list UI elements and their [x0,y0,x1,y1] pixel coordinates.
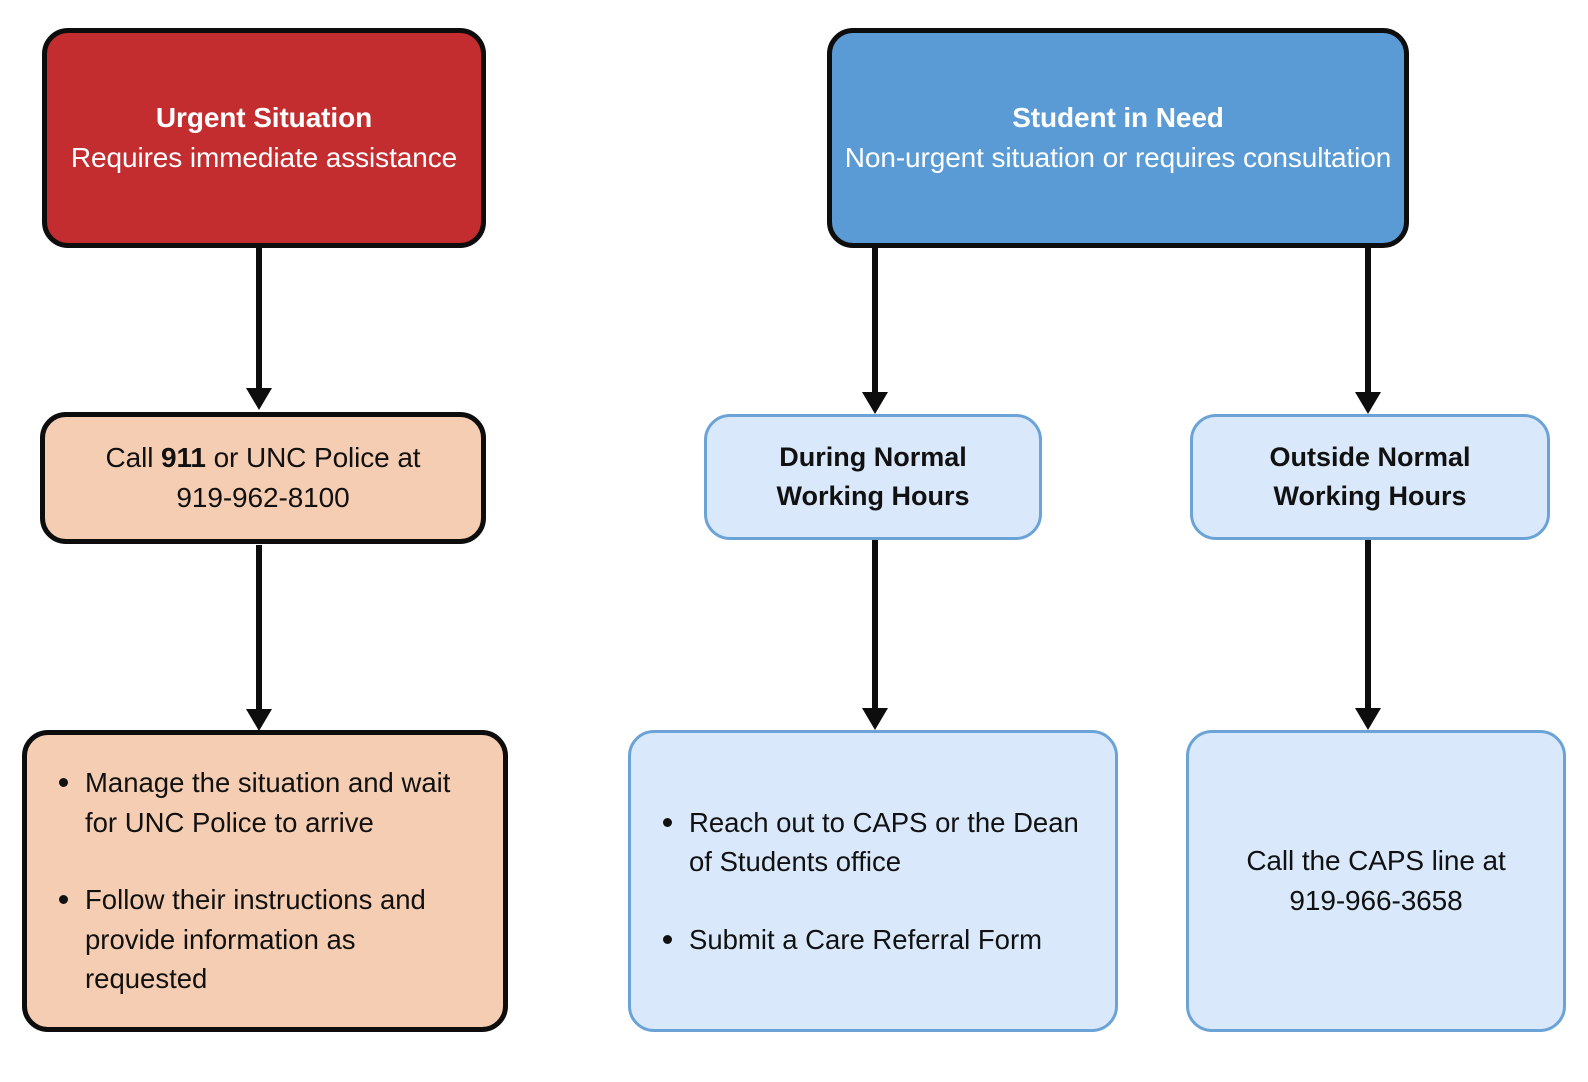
node-call-police-line1: Call 911 or UNC Police at [106,438,421,478]
list-item: Follow their instructions and provide in… [51,880,475,999]
caps-actions-list: Reach out to CAPS or the Dean of Student… [631,803,1115,960]
connector-stem [1365,540,1371,710]
outside-hours-heading-line2: Working Hours [1273,481,1467,511]
node-urgent-situation-subtitle: Requires immediate assistance [70,142,458,173]
call-suffix: or UNC Police at [205,442,421,474]
arrowhead-icon [1355,392,1381,414]
caps-line-label: Call the CAPS line at [1246,845,1506,877]
node-caps-line[interactable]: Call the CAPS line at 919-966-3658 [1186,730,1566,1032]
connector-call-police-to-urgent-actions [246,545,272,731]
call-prefix: Call [105,442,162,474]
connector-during-hours-to-caps-actions [862,540,888,730]
during-hours-heading-line1: During Normal [779,441,967,472]
connector-stem [256,244,262,390]
node-urgent-situation[interactable]: Urgent Situation Requires immediate assi… [42,28,486,248]
node-caps-actions[interactable]: Reach out to CAPS or the Dean of Student… [628,730,1118,1032]
node-student-in-need[interactable]: Student in Need Non-urgent situation or … [827,28,1409,248]
connector-student-to-outside-hours [1355,244,1381,414]
node-student-in-need-title: Student in Need [1012,102,1224,134]
urgent-actions-list: Manage the situation and wait for UNC Po… [27,763,503,999]
connector-student-to-during-hours [862,244,888,414]
node-outside-normal-working-hours[interactable]: Outside Normal Working Hours [1190,414,1550,540]
connector-stem [872,244,878,394]
list-item: Submit a Care Referral Form [655,920,1095,960]
node-during-normal-working-hours[interactable]: During Normal Working Hours [704,414,1042,540]
node-student-in-need-subtitle: Non-urgent situation or requires consult… [844,142,1392,173]
connector-stem [1365,244,1371,394]
list-item: Reach out to CAPS or the Dean of Student… [655,803,1095,882]
node-call-police[interactable]: Call 911 or UNC Police at 919-962-8100 [40,412,486,544]
unc-police-phone-number: 919-962-8100 [176,482,350,513]
connector-outside-hours-to-caps-line [1355,540,1381,730]
arrowhead-icon [1355,708,1381,730]
connector-stem [872,540,878,710]
node-urgent-actions[interactable]: Manage the situation and wait for UNC Po… [22,730,508,1032]
arrowhead-icon [246,388,272,410]
connector-urgent-to-call-police [246,244,272,410]
list-item: Manage the situation and wait for UNC Po… [51,763,475,842]
node-urgent-situation-title: Urgent Situation [155,102,373,134]
caps-phone-number: 919-966-3658 [1289,885,1463,916]
outside-hours-heading-line1: Outside Normal [1269,441,1471,472]
during-hours-heading-line2: Working Hours [776,481,970,511]
emergency-number: 911 [161,442,206,474]
arrowhead-icon [246,709,272,731]
arrowhead-icon [862,708,888,730]
connector-stem [256,545,262,711]
arrowhead-icon [862,392,888,414]
